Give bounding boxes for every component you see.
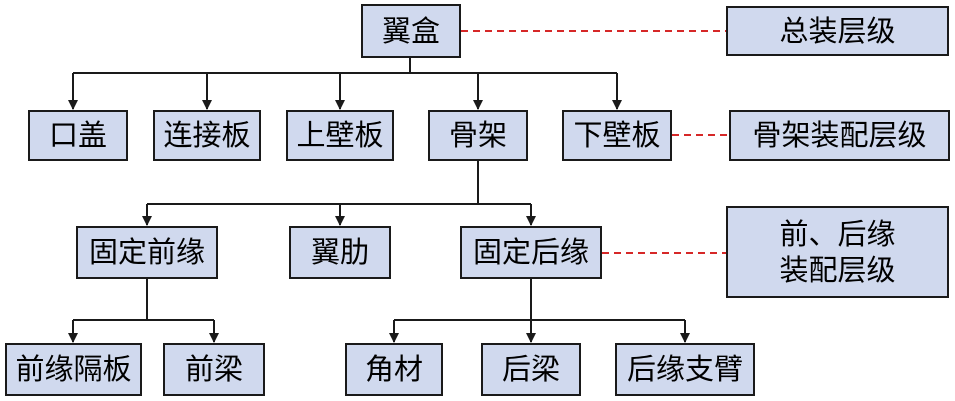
node-fixed-leading-edge: 固定前缘 bbox=[76, 226, 218, 279]
node-angle: 角材 bbox=[345, 343, 443, 396]
node-wing-box: 翼盒 bbox=[361, 4, 461, 58]
node-te-strut: 后缘支臂 bbox=[615, 343, 755, 396]
level-edge-line-1: 前、后缘 bbox=[779, 216, 896, 251]
level-edge-line-2: 装配层级 bbox=[779, 253, 896, 287]
node-le-bulkhead: 前缘隔板 bbox=[5, 343, 142, 396]
node-front-beam: 前梁 bbox=[163, 343, 265, 396]
node-rib: 翼肋 bbox=[289, 226, 391, 279]
level-skeleton-assembly: 骨架装配层级 bbox=[729, 110, 950, 161]
node-upper-panel: 上壁板 bbox=[286, 110, 394, 161]
node-skeleton: 骨架 bbox=[428, 110, 528, 161]
level-final-assembly: 总装层级 bbox=[726, 6, 949, 56]
node-rear-beam: 后梁 bbox=[481, 343, 581, 396]
node-cover: 口盖 bbox=[28, 110, 128, 161]
node-connector: 连接板 bbox=[153, 110, 261, 161]
level-edge-assembly: 前、后缘 装配层级 bbox=[726, 206, 949, 298]
node-lower-panel: 下壁板 bbox=[562, 110, 672, 161]
node-fixed-trailing-edge: 固定后缘 bbox=[460, 226, 602, 279]
